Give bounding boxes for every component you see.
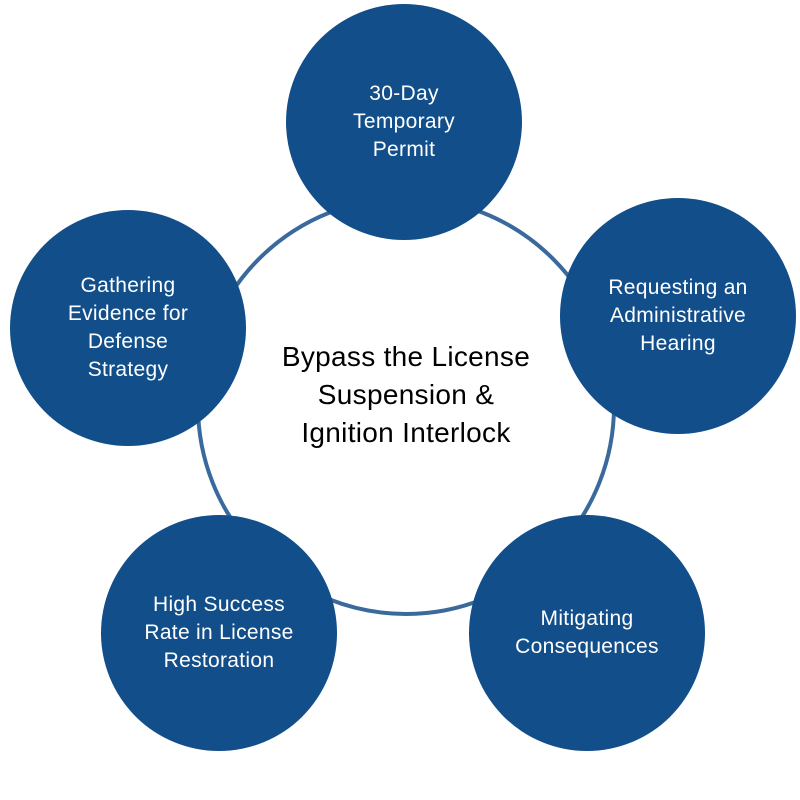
node-temporary-permit: 30-Day Temporary Permit [286, 4, 522, 240]
node-gathering-evidence: Gathering Evidence for Defense Strategy [10, 210, 246, 446]
node-label: Gathering Evidence for Defense Strategy [67, 274, 189, 381]
center-title: Bypass the License Suspension & Ignition… [281, 341, 531, 448]
node-label: High Success Rate in License Restoration [144, 593, 294, 672]
node-label: Mitigating Consequences [515, 607, 659, 658]
node-mitigating-consequences: Mitigating Consequences [469, 515, 705, 751]
node-administrative-hearing: Requesting an Administrative Hearing [560, 198, 796, 434]
node-license-restoration: High Success Rate in License Restoration [101, 515, 337, 751]
node-label: Requesting an Administrative Hearing [608, 276, 748, 355]
node-label: 30-Day Temporary Permit [353, 82, 455, 161]
